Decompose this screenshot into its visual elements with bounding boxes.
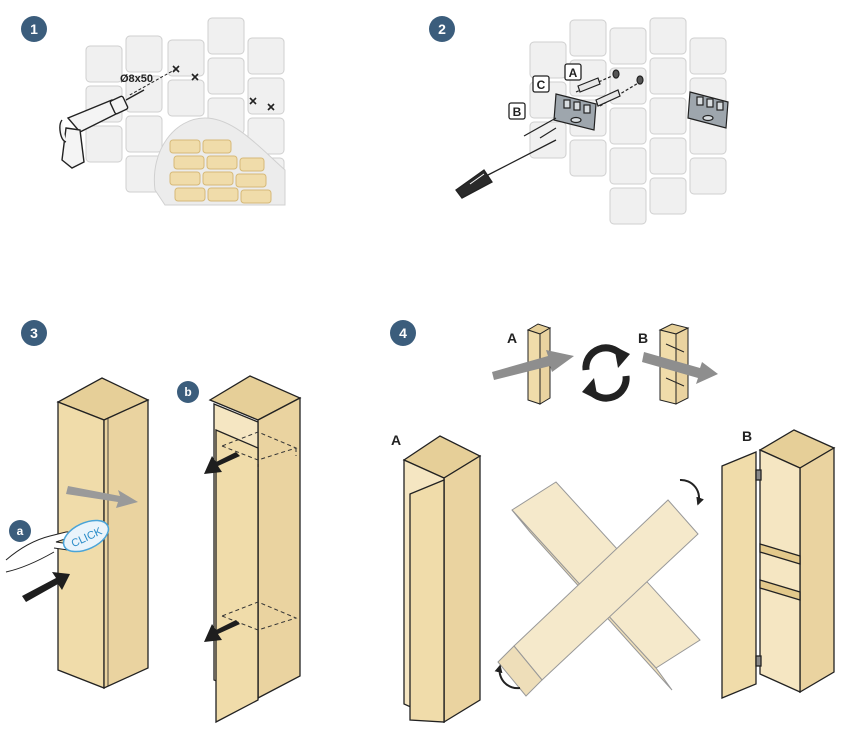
shelf-arrow-bottom — [204, 620, 240, 642]
wall-bracket — [553, 93, 597, 131]
brick-wall — [153, 117, 286, 206]
part-label-c: C — [532, 75, 550, 93]
option-b-label: B — [638, 330, 648, 346]
option-a-label: A — [507, 330, 517, 346]
step-4-badge: 4 — [390, 320, 416, 346]
rotating-cabinet — [497, 481, 701, 697]
step-2: 2 — [429, 16, 729, 225]
cabinet-b — [721, 429, 836, 699]
step-1: 1 — [21, 16, 286, 206]
step-3b-badge: b — [177, 381, 199, 403]
panel-a-label: A — [391, 432, 401, 448]
rotate-icon — [582, 344, 630, 402]
svg-text:b: b — [184, 385, 191, 399]
wall-bracket-mounted — [687, 91, 729, 129]
step-1-number: 1 — [30, 21, 38, 37]
svg-text:a: a — [17, 524, 24, 538]
step-4-number: 4 — [399, 325, 407, 341]
step-2-number: 2 — [438, 21, 446, 37]
option-a-arrow — [492, 350, 574, 380]
step-1-badge: 1 — [21, 16, 47, 42]
svg-text:A: A — [569, 66, 578, 80]
panel-b-label: B — [742, 428, 752, 444]
screwdriver-icon — [455, 139, 557, 199]
step-3: 3 CLICK a b — [5, 320, 302, 724]
screws-and-plugs — [523, 69, 644, 139]
step-4: 4 A B A — [390, 320, 836, 724]
drill-line — [127, 68, 177, 97]
part-label-b: B — [508, 102, 526, 120]
drill-icon — [59, 89, 145, 169]
drill-marks — [172, 65, 275, 111]
cabinet-a — [402, 435, 482, 724]
drill-size-label: Ø8x50 — [120, 73, 153, 85]
push-arrow — [22, 572, 70, 602]
svg-text:C: C — [537, 78, 546, 92]
option-b-arrow — [642, 352, 718, 384]
rotate-arrow-bottom — [494, 664, 521, 690]
shelf-arrow-top — [204, 452, 240, 474]
step-2-badge: 2 — [429, 16, 455, 42]
svg-text:B: B — [513, 105, 522, 119]
part-label-a: A — [564, 63, 582, 81]
open-cabinet — [208, 375, 302, 724]
step-3a-badge: a — [9, 520, 31, 542]
rotate-arrow-top — [679, 478, 704, 506]
arrow-icon — [66, 486, 138, 508]
step-3-number: 3 — [30, 325, 38, 341]
step-3-badge: 3 — [21, 320, 47, 346]
